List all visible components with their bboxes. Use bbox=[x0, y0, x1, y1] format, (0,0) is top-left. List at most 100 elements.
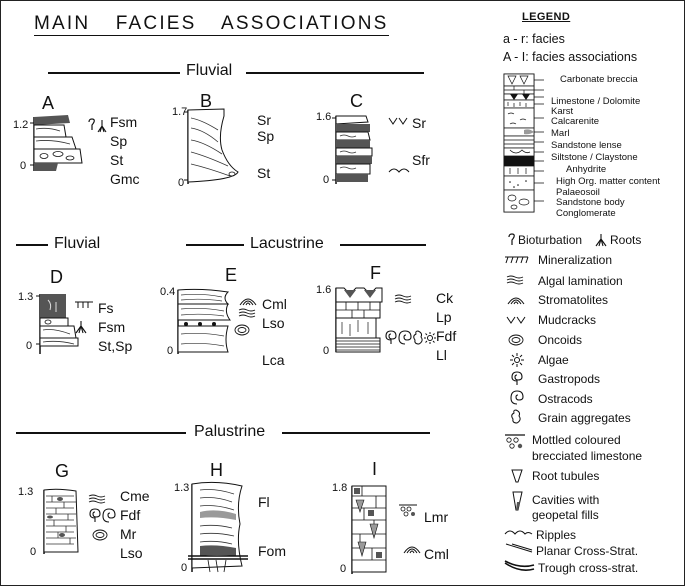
column-c-log bbox=[332, 115, 373, 184]
column-g-ostracod-icon bbox=[102, 508, 116, 523]
legend-bioturbation-label: Bioturbation bbox=[518, 233, 583, 247]
legend-litho-3: Karst bbox=[551, 106, 574, 117]
legend-mudcracks-icon bbox=[506, 316, 526, 324]
legend-litho-8: Anhydrite bbox=[566, 164, 607, 175]
column-d-letter: D bbox=[50, 267, 63, 287]
column-d-scale-bottom: 0 bbox=[26, 340, 33, 352]
palustrine-rule-left bbox=[16, 432, 186, 434]
section-title-palustrine: Palustrine bbox=[194, 423, 266, 440]
column-b-scale-top: 1.7 bbox=[172, 106, 188, 118]
legend-mottled-breccia-icon bbox=[505, 434, 525, 449]
column-g-scale-bottom: 0 bbox=[30, 546, 37, 558]
legend-litho-6: Sandstone lense bbox=[551, 140, 622, 151]
column-h-scale-top: 1.3 bbox=[174, 482, 190, 494]
column-d-roots-icon bbox=[75, 321, 87, 334]
column-c-scale-bottom: 0 bbox=[323, 174, 330, 186]
legend-litho-1: Carbonate breccia bbox=[560, 74, 638, 85]
legend-ripples-icon bbox=[504, 530, 533, 535]
column-b-log bbox=[184, 108, 239, 184]
column-f-facies-2: Lp bbox=[436, 309, 452, 325]
column-f-facies-3: Fdf bbox=[436, 328, 457, 344]
column-h-scale-bottom: 0 bbox=[181, 562, 188, 574]
column-c-letter: C bbox=[350, 91, 363, 111]
column-b-facies-1: Sr bbox=[257, 112, 271, 128]
column-a-scale-top: 1.2 bbox=[13, 119, 29, 131]
legend-litho-11: Sandstone body bbox=[556, 197, 625, 208]
legend-symbol-1: Mineralization bbox=[538, 253, 613, 267]
column-h-facies-1: Fl bbox=[258, 494, 270, 510]
legend-cavities-label-line2: geopetal fills bbox=[532, 508, 599, 522]
column-f-algae-icon bbox=[424, 332, 436, 344]
column-i-stromatolite-icon bbox=[403, 546, 421, 554]
legend-litho-2: Limestone / Dolomite bbox=[551, 96, 641, 107]
column-e-log bbox=[177, 288, 231, 354]
column-g-gastropod-icon bbox=[89, 508, 101, 522]
column-i-facies-2: Cml bbox=[424, 546, 449, 562]
legend-structure-1: Ripples bbox=[536, 528, 577, 542]
legend-litho-9: High Org. matter content bbox=[556, 176, 661, 187]
column-i-scale-bottom: 0 bbox=[340, 563, 347, 575]
lacustrine-rule-left bbox=[186, 244, 244, 246]
legend-bioturbation-icon bbox=[508, 233, 515, 245]
column-f-scale-bottom: 0 bbox=[323, 345, 330, 357]
legend-symbol-2: Algal lamination bbox=[538, 274, 623, 288]
column-h-log bbox=[188, 481, 248, 573]
legend-mottled-label-line2: brecciated limestone bbox=[532, 449, 643, 463]
legend-roots-label: Roots bbox=[610, 233, 642, 247]
column-f-facies-1: Ck bbox=[436, 290, 454, 306]
column-a-facies-2: Sp bbox=[110, 133, 128, 149]
column-h-letter: H bbox=[210, 460, 223, 480]
legend-algal-lamination-icon bbox=[506, 275, 524, 285]
legend-trough-cross-strat-icon bbox=[504, 560, 535, 571]
legend-oncoid-icon bbox=[508, 334, 524, 346]
legend-title: LEGEND bbox=[522, 11, 571, 23]
column-a-facies-1: Fsm bbox=[110, 114, 138, 130]
palustrine-rule-right bbox=[282, 432, 430, 434]
legend-litho-12: Conglomerate bbox=[556, 208, 616, 219]
column-a-facies-4: Gmc bbox=[110, 171, 140, 187]
legend-symbol-9: Grain aggregates bbox=[538, 411, 631, 425]
legend-mottled-label-line1: Mottled coloured bbox=[532, 433, 621, 447]
column-f-algal-lamination-icon bbox=[394, 294, 412, 304]
column-g-facies-3: Mr bbox=[120, 526, 137, 542]
column-g-scale-top: 1.3 bbox=[18, 486, 34, 498]
column-e-algal-lamination-icon bbox=[238, 308, 256, 318]
column-f-letter: F bbox=[370, 263, 381, 283]
column-e-scale-bottom: 0 bbox=[167, 345, 174, 357]
legend-algae-icon bbox=[510, 353, 524, 367]
legend-lithology-column bbox=[503, 73, 544, 213]
legend-litho-7: Siltstone / Claystone bbox=[551, 152, 638, 163]
column-e-stromatolite-icon bbox=[239, 298, 257, 306]
legend-symbol-3: Stromatolites bbox=[538, 293, 609, 307]
column-f-facies-4: Ll bbox=[436, 347, 447, 363]
column-a-facies-3: St bbox=[110, 152, 124, 168]
column-g-facies-4: Lso bbox=[120, 545, 143, 561]
legend-geopetal-cavity-icon bbox=[512, 491, 523, 511]
frame-top bbox=[0, 0, 685, 1]
fluvial-mid-rule-left bbox=[16, 244, 48, 246]
column-e-letter: E bbox=[225, 265, 238, 285]
column-g-facies-1: Cme bbox=[120, 488, 150, 504]
column-g-oncoid-icon bbox=[92, 529, 108, 541]
column-c-facies-2: Sfr bbox=[412, 152, 430, 168]
legend-litho-4: Calcarenite bbox=[551, 116, 600, 127]
main-title: MAIN FACIES ASSOCIATIONS bbox=[34, 13, 389, 36]
legend-structure-2: Planar Cross-Strat. bbox=[536, 544, 639, 558]
column-e-oncoid-icon bbox=[234, 324, 250, 336]
legend-cavities-label-line1: Cavities with bbox=[532, 493, 600, 507]
column-b-facies-3: St bbox=[257, 165, 271, 181]
legend-key-associations: A - I: facies associations bbox=[503, 50, 638, 64]
legend-symbol-8: Ostracods bbox=[538, 392, 593, 406]
column-b-scale-bottom: 0 bbox=[178, 177, 185, 189]
column-f-ostracod-icon bbox=[398, 330, 412, 345]
column-c-facies-1: Sr bbox=[412, 115, 426, 131]
legend-grain-aggregate-icon bbox=[511, 409, 521, 424]
column-e-facies-2: Lso bbox=[262, 315, 285, 331]
column-g-log bbox=[43, 488, 79, 554]
legend-mineralization-icon bbox=[505, 256, 529, 264]
column-d-mineralization-icon bbox=[75, 301, 93, 308]
legend-root-tubule-icon bbox=[511, 469, 523, 483]
column-i-log bbox=[351, 485, 387, 574]
column-f-grain-aggregate-icon bbox=[413, 330, 423, 345]
